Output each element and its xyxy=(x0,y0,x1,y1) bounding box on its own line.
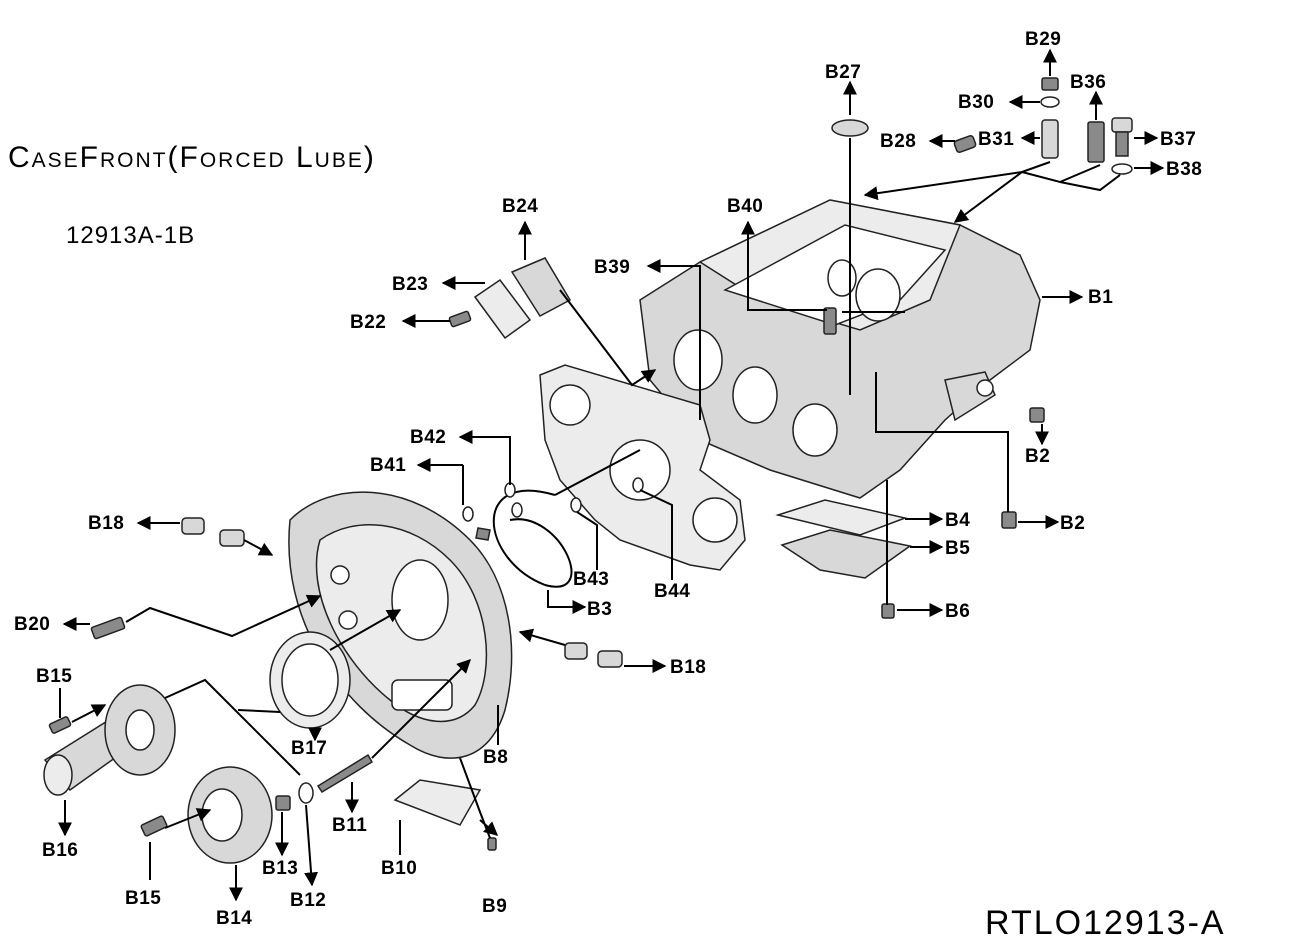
label-b11: B11 xyxy=(332,815,367,836)
label-b2-lower: B2 xyxy=(1060,513,1085,534)
label-b29: B29 xyxy=(1025,29,1061,50)
label-b43: B43 xyxy=(573,569,609,590)
retainer-ring-part xyxy=(269,631,351,729)
label-b40: B40 xyxy=(727,196,763,217)
diagram-title: CaseFront(Forced Lube) xyxy=(8,141,376,174)
label-b9: B9 xyxy=(482,896,507,917)
label-b8: B8 xyxy=(483,747,508,768)
oil-tube-part xyxy=(462,449,644,588)
label-b18-left: B18 xyxy=(88,513,124,534)
label-b38: B38 xyxy=(1166,159,1202,180)
label-b20: B20 xyxy=(14,614,50,635)
label-b23: B23 xyxy=(392,274,428,295)
label-b6: B6 xyxy=(945,601,970,622)
front-housing-part xyxy=(288,491,513,759)
label-b30: B30 xyxy=(958,92,994,113)
label-b5: B5 xyxy=(945,538,970,559)
label-b17: B17 xyxy=(291,738,327,759)
label-b18-right: B18 xyxy=(670,657,706,678)
label-b16: B16 xyxy=(42,840,78,861)
diagram-code: 12913A-1B xyxy=(66,222,195,249)
label-b36: B36 xyxy=(1070,72,1106,93)
label-b13: B13 xyxy=(262,858,298,879)
label-b15-lower: B15 xyxy=(125,888,161,909)
label-b42: B42 xyxy=(410,427,446,448)
label-b1: B1 xyxy=(1088,287,1113,308)
label-b27: B27 xyxy=(825,62,861,83)
label-b4: B4 xyxy=(945,510,970,531)
label-b2-upper: B2 xyxy=(1025,446,1050,467)
label-b15-upper: B15 xyxy=(36,666,72,687)
main-case-part xyxy=(639,199,1041,499)
label-b28: B28 xyxy=(880,131,916,152)
gasket-part xyxy=(539,364,746,571)
label-b31: B31 xyxy=(978,129,1014,150)
label-b22: B22 xyxy=(350,312,386,333)
label-b39: B39 xyxy=(594,257,630,278)
leader-lines xyxy=(58,48,1165,902)
label-b24: B24 xyxy=(502,196,538,217)
input-shaft-part xyxy=(43,684,176,796)
label-b44: B44 xyxy=(654,581,690,602)
label-b12: B12 xyxy=(290,890,326,911)
label-b41: B41 xyxy=(370,455,406,476)
label-b14: B14 xyxy=(216,908,252,929)
reference-number: RTLO12913-A xyxy=(985,904,1226,941)
part-labels: B1 B2 B2 B3 B4 B5 B6 B8 B9 B10 B11 B12 B… xyxy=(14,29,1202,929)
label-b37: B37 xyxy=(1160,129,1196,150)
bearing-cap-part xyxy=(187,766,273,864)
label-b3: B3 xyxy=(587,599,612,620)
small-parts xyxy=(48,77,1133,851)
label-b10: B10 xyxy=(381,858,417,879)
